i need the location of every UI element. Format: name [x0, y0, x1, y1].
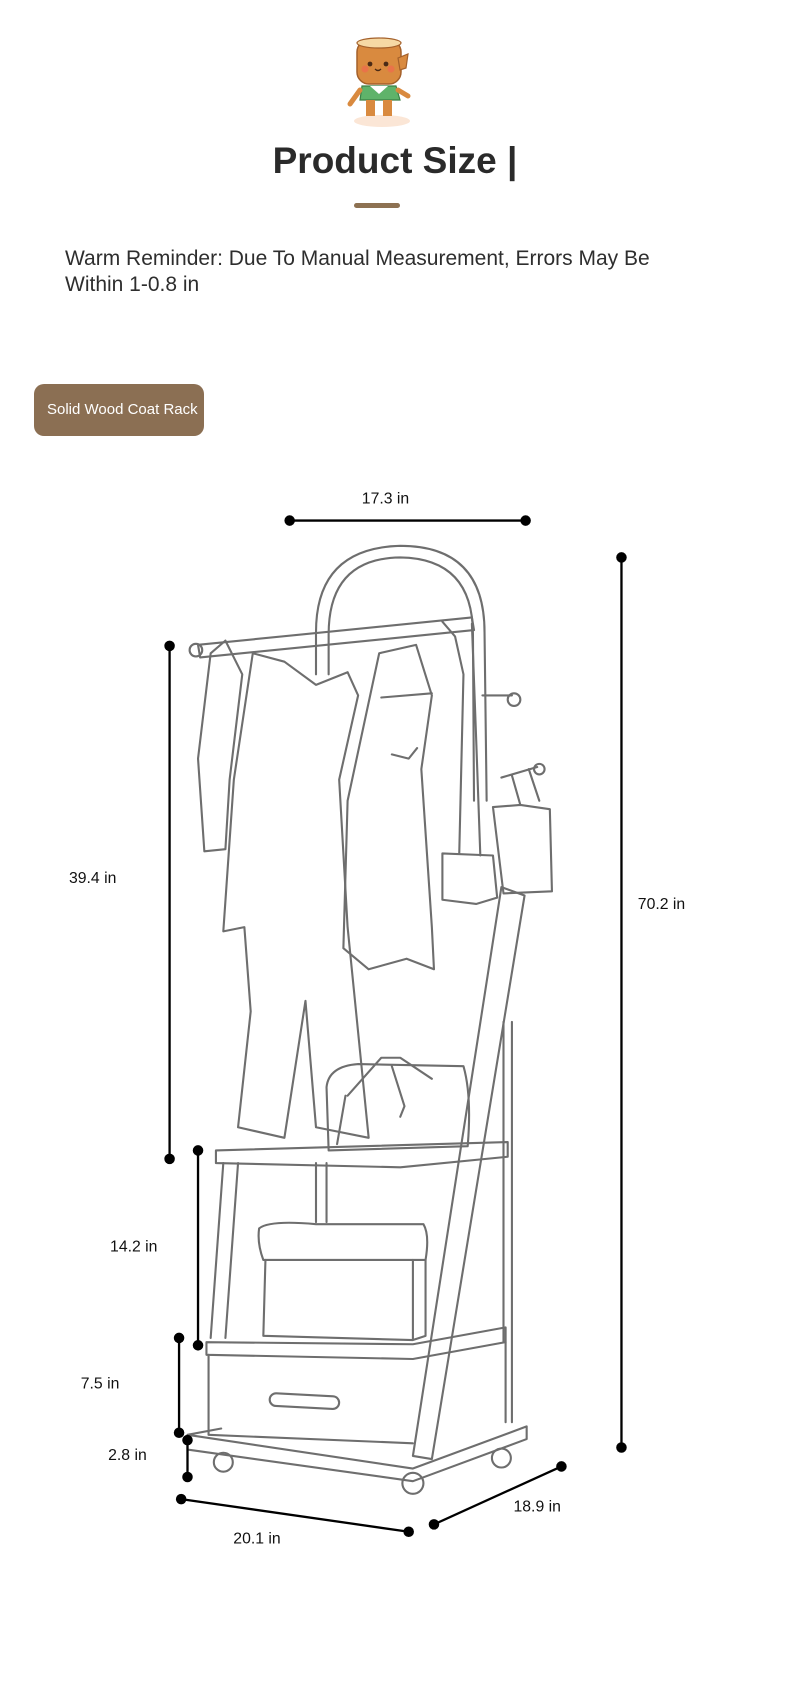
page-title: Product Size | [272, 140, 518, 181]
tree-stump-mascot-icon [340, 36, 424, 128]
drawer-height-label: 7.5 in [81, 1375, 120, 1392]
product-name-badge: Solid Wood Coat Rack [34, 384, 204, 436]
title-divider [354, 203, 400, 208]
dimension-top-width: 17.3 in [284, 491, 531, 526]
coat-rack-illustration [186, 544, 553, 1495]
dimension-base-depth: 18.9 in [428, 1461, 567, 1530]
dimension-total-height: 70.2 in [616, 552, 685, 1453]
middle-shelf-label: 14.2 in [110, 1239, 157, 1256]
hanging-height-label: 39.4 in [69, 870, 116, 887]
base-depth-label: 18.9 in [514, 1499, 561, 1516]
wheel-height-label: 2.8 in [108, 1447, 147, 1464]
base-width-label: 20.1 in [233, 1530, 280, 1547]
total-height-label: 70.2 in [638, 896, 685, 913]
dimension-wheel-height: 2.8 in [108, 1434, 193, 1483]
measurement-reminder: Warm Reminder: Due To Manual Measurement… [65, 247, 650, 296]
dimension-drawer-height: 7.5 in [81, 1332, 185, 1438]
top-width-label: 17.3 in [362, 491, 409, 508]
dimension-base-width: 20.1 in [175, 1493, 414, 1547]
dimension-hanging-height: 39.4 in [69, 640, 175, 1165]
dimension-middle-shelf: 14.2 in [110, 1145, 204, 1351]
